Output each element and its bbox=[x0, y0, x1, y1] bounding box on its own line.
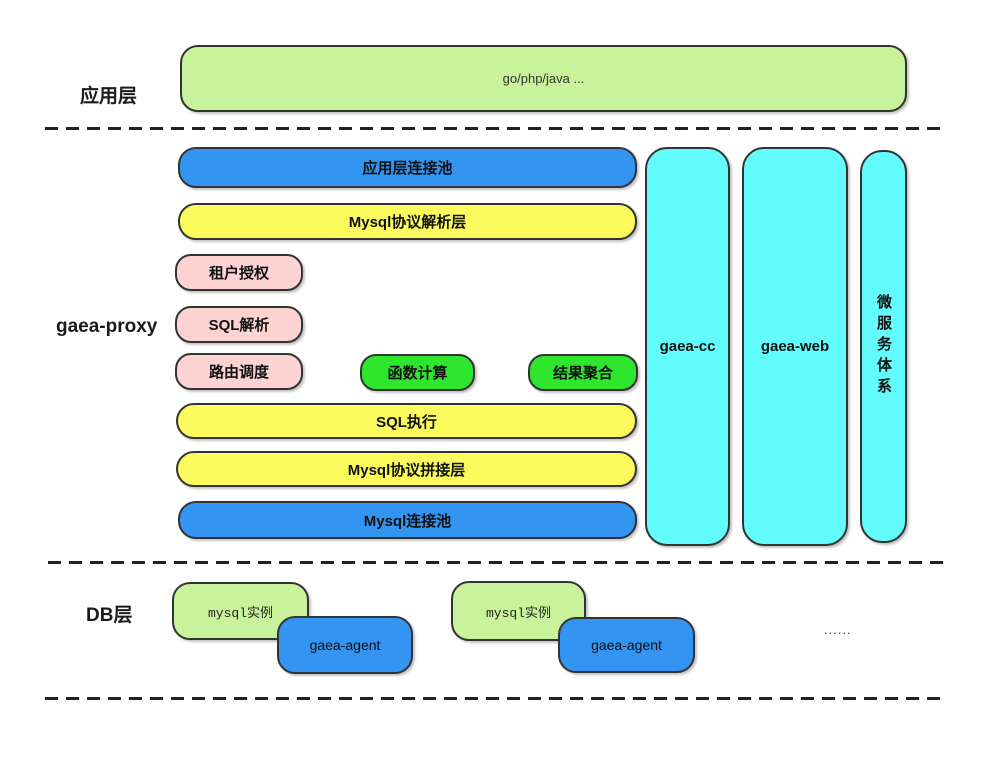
mysql-protocol-parse-box: Mysql协议解析层 bbox=[178, 203, 637, 240]
divider-bottom bbox=[45, 697, 943, 700]
divider-app-proxy bbox=[45, 127, 943, 130]
more-instances-ellipsis: ...... bbox=[824, 622, 852, 637]
mysql-protocol-join-box: Mysql协议拼接层 bbox=[176, 451, 637, 487]
gaea-web-column: gaea-web bbox=[742, 147, 848, 546]
mysql-instance-box-1: mysql实例 bbox=[172, 582, 309, 640]
gaea-proxy-label: gaea-proxy bbox=[56, 316, 158, 337]
gaea-agent-box-2: gaea-agent bbox=[558, 617, 695, 673]
app-runtime-box: go/php/java ... bbox=[180, 45, 907, 112]
gaea-agent-box-1: gaea-agent bbox=[277, 616, 413, 674]
func-compute-box: 函数计算 bbox=[360, 354, 475, 391]
result-aggregate-box: 结果聚合 bbox=[528, 354, 638, 391]
gaea-cc-column: gaea-cc bbox=[645, 147, 730, 546]
sql-parse-box: SQL解析 bbox=[175, 306, 303, 343]
db-layer-label: DB层 bbox=[86, 605, 133, 626]
app-conn-pool-box: 应用层连接池 bbox=[178, 147, 637, 188]
app-layer-label: 应用层 bbox=[80, 86, 138, 107]
route-dispatch-box: 路由调度 bbox=[175, 353, 303, 390]
sql-exec-box: SQL执行 bbox=[176, 403, 637, 439]
divider-proxy-db bbox=[48, 561, 943, 564]
mysql-conn-pool-box: Mysql连接池 bbox=[178, 501, 637, 539]
microservice-column: 微服务体系 bbox=[860, 150, 907, 543]
tenant-auth-box: 租户授权 bbox=[175, 254, 303, 291]
